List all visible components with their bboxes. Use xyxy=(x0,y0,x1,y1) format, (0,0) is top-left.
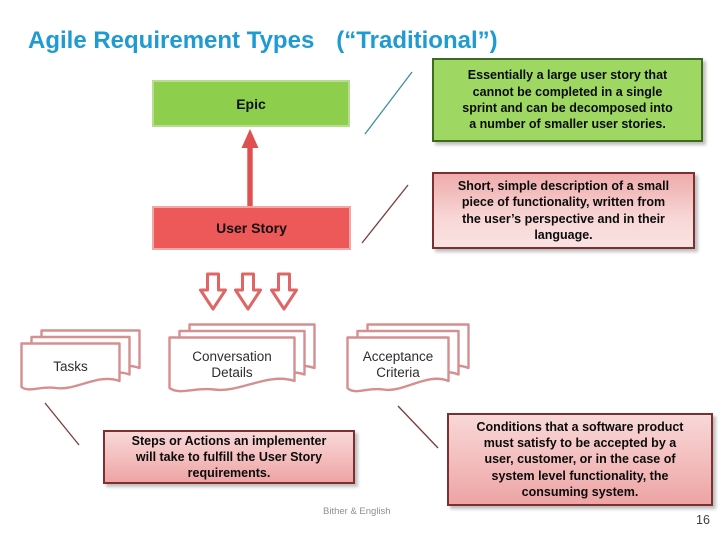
acceptance-note-text: Conditions that a software product must … xyxy=(476,419,684,499)
footer-credit: Bither & English xyxy=(323,506,391,517)
epic-box: Epic xyxy=(152,80,350,127)
tasks-note-box: Steps or Actions an implementer will tak… xyxy=(103,430,355,484)
user-story-box: User Story xyxy=(152,206,351,250)
down-arrow-icon xyxy=(234,272,262,311)
acceptance-note-connector-line xyxy=(397,405,439,449)
user-story-box-label: User Story xyxy=(216,220,287,236)
acceptance-criteria-stack: Acceptance Criteria xyxy=(346,323,474,401)
conversation-details-stack-label: Conversation Details xyxy=(192,348,272,381)
stacked-documents-icon xyxy=(20,329,141,391)
tasks-note-text: Steps or Actions an implementer will tak… xyxy=(131,433,327,481)
acceptance-note-box: Conditions that a software product must … xyxy=(447,413,713,506)
stacked-documents-icon xyxy=(346,323,470,393)
user-story-note-connector-line xyxy=(361,184,409,244)
document-shape xyxy=(346,336,450,393)
down-arrow-icon xyxy=(199,272,227,311)
conversation-details-stack: Conversation Details xyxy=(168,323,320,401)
epic-note-connector-line xyxy=(364,71,413,135)
epic-note-box: Essentially a large user story that cann… xyxy=(432,58,703,142)
stacked-documents-icon xyxy=(168,323,316,393)
user-story-to-epic-arrow xyxy=(241,129,259,206)
tasks-stack: Tasks xyxy=(20,329,144,401)
epic-box-label: Epic xyxy=(236,95,266,112)
slide-title: Agile Requirement Types (“Traditional”) xyxy=(28,27,498,55)
tasks-stack-label: Tasks xyxy=(53,358,88,374)
document-shape xyxy=(20,342,121,391)
up-arrow-icon xyxy=(241,129,259,148)
user-story-note-box: Short, simple description of a small pie… xyxy=(432,172,695,249)
user-story-note-text: Short, simple description of a small pie… xyxy=(457,178,670,242)
page-number: 16 xyxy=(696,513,710,527)
document-shape xyxy=(168,336,296,393)
tasks-note-connector-line xyxy=(44,402,80,446)
slide-title-qualifier: (“Traditional”) xyxy=(336,27,498,54)
acceptance-criteria-stack-label: Acceptance Criteria xyxy=(362,348,434,381)
up-arrow-shaft xyxy=(247,146,253,206)
user-story-decompose-arrows xyxy=(199,272,298,311)
slide-title-main: Agile Requirement Types xyxy=(28,27,315,54)
down-arrow-icon xyxy=(270,272,298,311)
epic-note-text: Essentially a large user story that cann… xyxy=(462,68,673,132)
